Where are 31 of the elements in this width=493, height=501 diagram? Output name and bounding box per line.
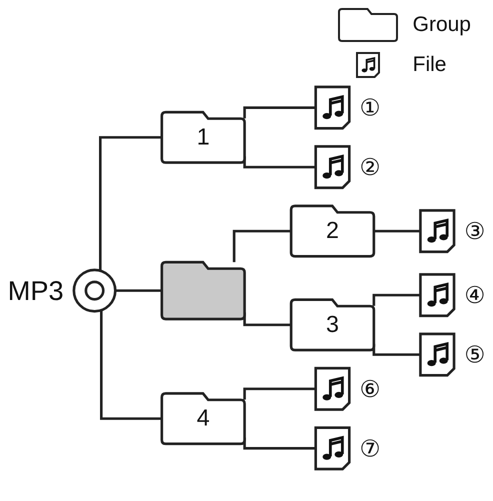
legend-label: Group bbox=[412, 13, 471, 37]
beside-text: MP3 bbox=[8, 275, 64, 306]
node-circle bbox=[72, 268, 117, 313]
connector bbox=[372, 294, 420, 306]
node-box: 3 bbox=[290, 298, 376, 352]
connector bbox=[232, 230, 292, 262]
node-box: 1 bbox=[160, 110, 246, 164]
node-picture bbox=[314, 366, 351, 411]
beside-text: ④ bbox=[464, 282, 486, 308]
beside-text: ⑤ bbox=[464, 342, 486, 368]
connector bbox=[243, 106, 316, 118]
node-picture bbox=[314, 426, 351, 470]
node-folder bbox=[160, 260, 246, 320]
beside-text: ③ bbox=[464, 218, 486, 244]
connector bbox=[100, 310, 162, 420]
node-picture bbox=[419, 273, 456, 318]
beside-text: ② bbox=[360, 154, 380, 180]
node-box: 2 bbox=[290, 204, 376, 258]
node-picture bbox=[314, 145, 351, 190]
node-box: 4 bbox=[160, 392, 246, 446]
node-picture bbox=[314, 86, 351, 130]
beside-text: ⑦ bbox=[360, 435, 380, 462]
node-picture bbox=[419, 332, 456, 377]
beside-text: ① bbox=[360, 94, 380, 121]
node-picture bbox=[419, 209, 456, 254]
connector bbox=[114, 289, 162, 292]
legend-label: File bbox=[412, 53, 446, 77]
connector bbox=[372, 230, 420, 232]
connector bbox=[99, 136, 162, 271]
connector bbox=[243, 388, 316, 400]
beside-text: ⑥ bbox=[360, 376, 380, 402]
